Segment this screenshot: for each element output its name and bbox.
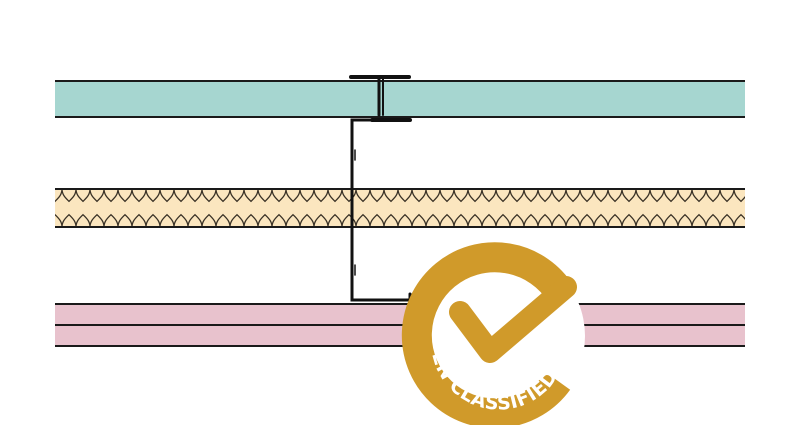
en-classified-badge: EN CLASSIFIED xyxy=(401,242,585,425)
h-clip xyxy=(349,75,412,122)
bottom-boards xyxy=(55,303,745,347)
insulation-layer xyxy=(55,188,745,228)
check-icon xyxy=(449,276,577,363)
top-board xyxy=(55,80,745,118)
